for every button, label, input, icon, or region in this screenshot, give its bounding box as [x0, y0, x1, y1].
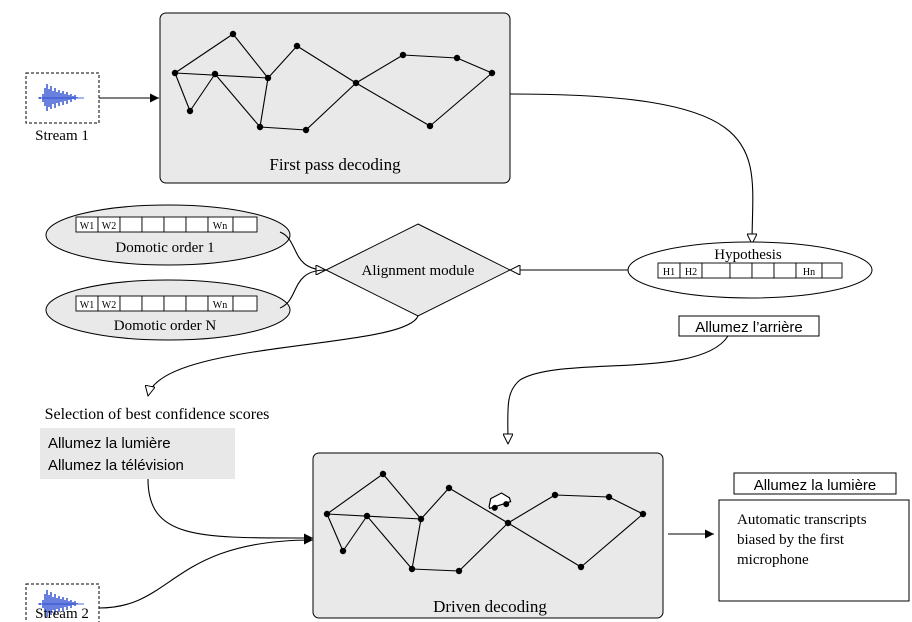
waveform-icon [38, 84, 84, 111]
hypothesis-output-box [678, 315, 820, 337]
transcripts-line-3: microphone [737, 552, 809, 568]
domotic-n-cell-w2: W2 [102, 300, 116, 311]
first-pass-lattice [171, 30, 496, 134]
hypothesis-output-text: Allumez l’arrière [695, 319, 803, 336]
arrow-alignment-to-selection [148, 315, 419, 396]
final-output: Allumez la lumière [733, 472, 897, 495]
domotic-n-cell-w1: W1 [80, 300, 94, 311]
hypothesis-cell-h1: H1 [663, 267, 675, 278]
selection-background [40, 428, 235, 479]
driven-lattice [323, 470, 647, 575]
hypothesis-cell-hn: Hn [803, 267, 815, 278]
domotic-1-cell-wn: Wn [213, 221, 227, 232]
domotic-order-1-cells: W1 W2 Wn [75, 216, 258, 233]
transcripts-line-1: Automatic transcripts [737, 512, 867, 528]
stream-1: Stream 1 [25, 72, 100, 144]
domotic-order-1-label: Domotic order 1 [115, 240, 214, 256]
first-pass-label: First pass decoding [269, 155, 401, 174]
final-output-text: Allumez la lumière [754, 477, 877, 494]
stream-1-label: Stream 1 [35, 128, 89, 144]
domotic-n-cell-wn: Wn [213, 300, 227, 311]
transcripts-line-2: biased by the first [737, 532, 845, 548]
selection-line-2: Allumez la télévision [48, 457, 184, 474]
transcripts-box [718, 499, 910, 602]
transcripts: Automatic transcripts biased by the firs… [718, 499, 910, 602]
first-pass-decoding: First pass decoding [159, 12, 511, 184]
domotic-order-1-ellipse [45, 204, 291, 266]
hypothesis-label: Hypothesis [714, 247, 782, 263]
domotic-1-cell-w1: W1 [80, 221, 94, 232]
domotic-order-n-label: Domotic order N [114, 318, 217, 334]
driven-label: Driven decoding [433, 597, 547, 616]
domotic-order-n: W1 W2 Wn Domotic order N [45, 279, 291, 341]
driven-decoding: Driven decoding [312, 452, 664, 619]
arrow-domotic-1-to-alignment [279, 231, 326, 270]
hypothesis-cell-h2: H2 [685, 267, 697, 278]
selection-title: Selection of best confidence scores [45, 406, 270, 423]
arrow-domotic-n-to-alignment [279, 269, 327, 309]
alignment-label: Alignment module [362, 263, 475, 279]
final-output-box [733, 472, 897, 495]
stream-2-label: Stream 2 [35, 606, 89, 622]
alignment-module: Alignment module [324, 223, 512, 317]
hypothesis-cells: H1 H2 Hn [657, 262, 843, 279]
domotic-1-cell-w2: W2 [102, 221, 116, 232]
stream-2: Stream 2 [25, 583, 100, 622]
arrow-first-pass-to-hypothesis [509, 93, 753, 244]
first-pass-box [159, 12, 511, 184]
domotic-order-1: W1 W2 Wn Domotic order 1 [45, 204, 291, 266]
driven-box [312, 452, 664, 619]
domotic-order-n-cells: W1 W2 Wn [75, 295, 258, 312]
arrow-stream2-to-driven [98, 535, 314, 609]
arrow-hypothesis-to-driven [508, 335, 729, 444]
arrow-selection-to-driven [147, 478, 314, 543]
waveform-icon [38, 590, 84, 617]
hypothesis-output: Allumez l’arrière [678, 315, 820, 337]
hypothesis: Hypothesis H1 H2 Hn [627, 241, 873, 299]
selection: Selection of best confidence scores Allu… [40, 406, 269, 479]
selection-line-1: Allumez la lumière [48, 435, 171, 452]
vehicle-icon [488, 492, 512, 511]
